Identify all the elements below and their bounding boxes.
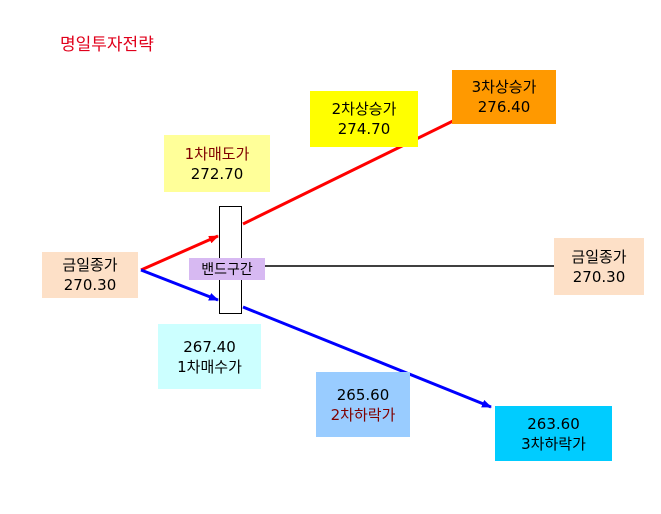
down-arrow-long xyxy=(242,305,492,409)
down3-value: 263.60 xyxy=(527,414,580,433)
down3-box: 263.60 3차하락가 xyxy=(495,406,612,461)
down2-value: 265.60 xyxy=(336,385,390,404)
buy1-label: 1차매수가 xyxy=(177,357,242,376)
today-close-left-box: 금일종가 270.30 xyxy=(42,252,138,298)
up-arrow-short xyxy=(140,234,219,272)
down2-label: 2차하락가 xyxy=(330,405,396,424)
down3-label: 3차하락가 xyxy=(521,434,586,453)
sell1-value: 272.70 xyxy=(190,164,244,183)
up3-value: 276.40 xyxy=(477,98,531,116)
buy1-box: 267.40 1차매수가 xyxy=(158,324,261,389)
down-arrow-short xyxy=(140,268,219,302)
up2-box: 2차상승가 274.70 xyxy=(310,91,418,147)
close-right-label: 금일종가 xyxy=(571,247,627,266)
close-right-value: 270.30 xyxy=(572,267,626,286)
up3-box: 3차상승가 276.40 xyxy=(452,70,556,124)
close-left-label: 금일종가 xyxy=(62,256,118,274)
page-title: 명일투자전략 xyxy=(60,35,154,55)
down2-box: 265.60 2차하락가 xyxy=(316,372,410,437)
up2-label: 2차상승가 xyxy=(331,100,397,118)
up3-label: 3차상승가 xyxy=(471,78,537,96)
today-close-right-box: 금일종가 270.30 xyxy=(554,238,644,295)
sell1-label: 1차매도가 xyxy=(184,144,250,163)
close-left-value: 270.30 xyxy=(63,276,117,294)
sell1-box: 1차매도가 272.70 xyxy=(164,135,270,192)
up2-value: 274.70 xyxy=(337,120,391,138)
up-line-long xyxy=(242,118,456,226)
buy1-value: 267.40 xyxy=(183,337,236,356)
band-label: 밴드구간 xyxy=(189,258,265,280)
